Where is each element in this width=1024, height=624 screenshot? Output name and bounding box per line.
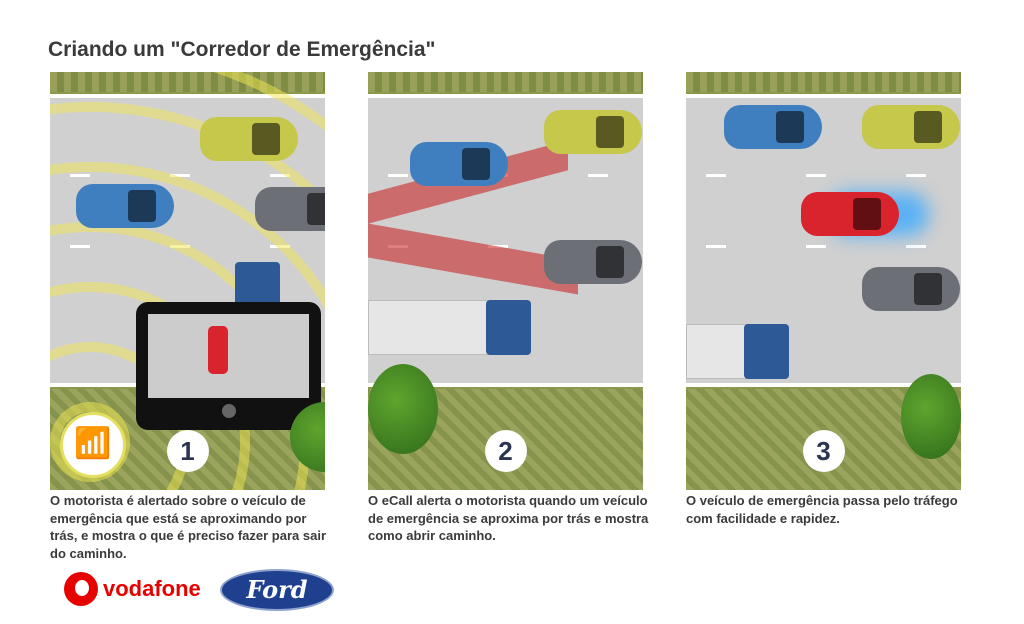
step-3-caption: O veículo de emergência passa pelo tráfe… <box>686 493 958 526</box>
antenna-icon: 📶 <box>60 412 126 478</box>
step-number: 1 <box>166 430 209 472</box>
car-yellow <box>200 117 298 161</box>
car-blue <box>410 142 508 186</box>
vodafone-speechmark-icon <box>64 572 98 606</box>
car-blue <box>724 105 822 149</box>
truck-cab <box>744 324 789 379</box>
car-yellow <box>862 105 960 149</box>
car-blue-driver <box>76 184 174 228</box>
ford-logo: Ford <box>220 569 334 611</box>
vodafone-logo: vodafone <box>64 572 201 606</box>
step-number: 2 <box>484 430 527 472</box>
car-grey <box>544 240 642 284</box>
step-1-caption: O motorista é alertado sobre o veículo d… <box>50 493 327 561</box>
car-grey <box>862 267 960 311</box>
truck-trailer <box>686 324 746 379</box>
truck-cab <box>486 300 531 355</box>
panel-step-3: 3 <box>686 72 961 490</box>
navigation-screen <box>136 302 321 430</box>
emergency-vehicle <box>801 192 899 236</box>
step-2-caption: O eCall alerta o motorista quando um veí… <box>368 493 649 543</box>
panel-step-2: 2 <box>368 72 643 490</box>
car-grey <box>255 187 325 231</box>
truck-trailer <box>368 300 488 355</box>
step-number: 3 <box>802 430 845 472</box>
car-yellow <box>544 110 642 154</box>
tree <box>368 364 438 454</box>
page-title: Criando um "Corredor de Emergência" <box>48 38 436 61</box>
emergency-vehicle-on-screen <box>208 326 228 374</box>
grass <box>368 72 643 92</box>
grass <box>686 72 961 92</box>
tree <box>901 374 961 459</box>
panel-step-1: 📶 1 <box>50 72 325 490</box>
power-icon <box>221 404 236 418</box>
